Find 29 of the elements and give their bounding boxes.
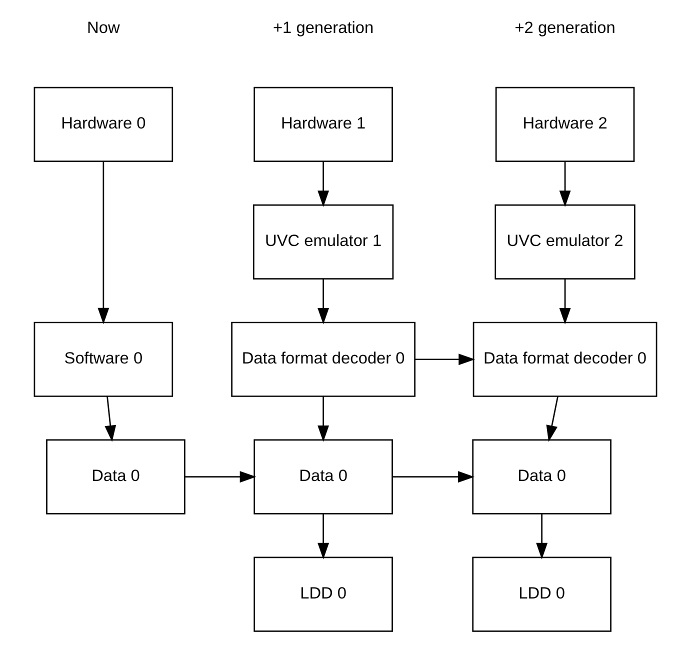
label: Now (86, 19, 120, 38)
arrow (392, 471, 474, 483)
arrow (536, 514, 548, 560)
node-box: LDD 0 (253, 556, 392, 632)
arrow (414, 354, 475, 366)
arrow (97, 162, 109, 324)
arrow (546, 396, 558, 442)
node-box: Software 0 (33, 322, 173, 397)
node-box: UVC emulator 2 (494, 204, 635, 280)
arrow (317, 514, 329, 560)
label: +2 generation (514, 19, 615, 38)
arrow (317, 278, 329, 324)
node-box: Data format decoder 0 (472, 322, 657, 397)
node-box: Hardware 2 (494, 86, 634, 162)
node-box: Data 0 (472, 439, 611, 514)
arrow (558, 278, 570, 324)
node-box: UVC emulator 1 (252, 204, 394, 280)
arrow (184, 471, 256, 483)
node-box: Data 0 (46, 439, 185, 514)
label: +1 generation (272, 19, 374, 38)
node-box: Data 0 (253, 439, 392, 514)
node-box: Data format decoder 0 (230, 322, 415, 397)
node-box: LDD 0 (472, 556, 611, 632)
arrow (317, 162, 329, 207)
arrow (558, 162, 570, 207)
arrow (317, 396, 329, 442)
arrow (104, 396, 116, 442)
node-box: Hardware 1 (253, 86, 392, 162)
node-box: Hardware 0 (33, 86, 173, 162)
